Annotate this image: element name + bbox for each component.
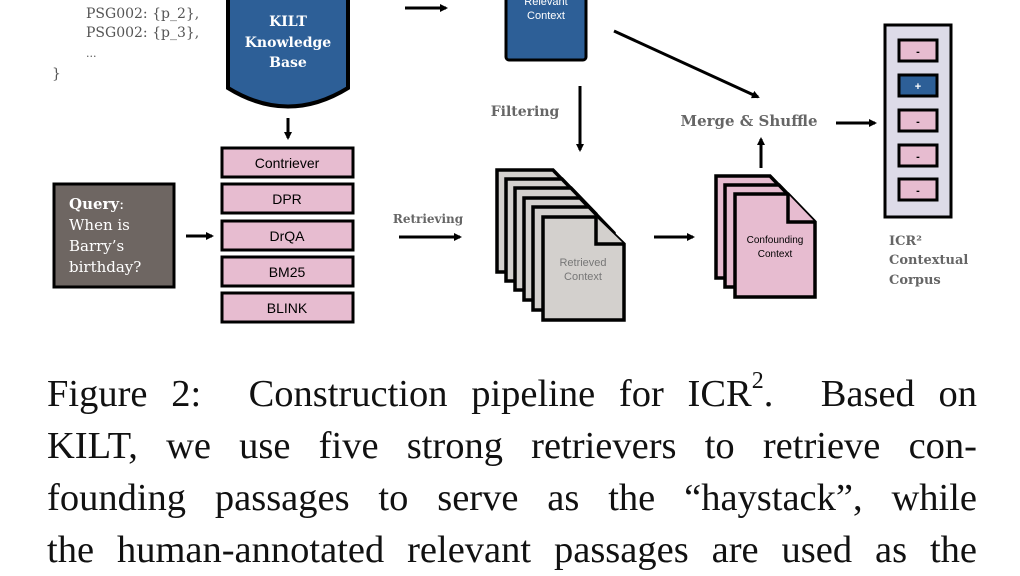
retriever-stack: Contriever DPR DrQA BM25 BLINK <box>220 146 355 324</box>
slot-sign: - <box>916 185 920 197</box>
corpus-slot-negative: - <box>897 177 939 202</box>
retriever-label: DrQA <box>270 228 306 244</box>
retriever-drqa: DrQA <box>220 219 355 252</box>
query-box: Query: When is Barry’s birthday? <box>52 182 176 289</box>
caption-line: KILT, we use five strong retrievers to r… <box>47 425 977 467</box>
figure-caption: Figure 2: Construction pipeline for ICR2… <box>47 368 977 576</box>
slot-sign: - <box>916 151 920 163</box>
icr2-corpus: - + - - - ICR² Contextual Corpus <box>883 23 968 288</box>
retriever-contriever: Contriever <box>220 146 355 179</box>
retrieving-label: Retrieving <box>393 212 464 226</box>
confounding-label-line: Confounding <box>747 235 804 246</box>
caption-prefix: Figure 2: <box>47 373 202 415</box>
slot-sign: + <box>915 81 921 93</box>
retriever-blink: BLINK <box>220 291 355 324</box>
retriever-label: BM25 <box>269 264 306 280</box>
retriever-label: DPR <box>272 191 302 207</box>
query-label: Query: <box>69 195 124 213</box>
query-text-line: When is <box>69 216 130 234</box>
caption-text: Construction pipeline for ICR <box>248 373 752 415</box>
code-line: } <box>52 66 61 82</box>
code-line: PSG002: {p_2}, <box>86 6 199 22</box>
query-text-line: birthday? <box>69 258 141 276</box>
caption-line: founding passages to serve as the “hayst… <box>47 477 977 519</box>
corpus-slot-negative: - <box>897 38 939 63</box>
filtering-label: Filtering <box>491 104 560 120</box>
pipeline-diagram: PSG002: {p_2}, PSG002: {p_3}, ... } KILT… <box>52 0 968 324</box>
retrieved-label-line: Context <box>564 271 602 283</box>
kb-label-line: Base <box>269 55 307 71</box>
slot-sign: - <box>916 46 920 58</box>
query-text-line: Barry’s <box>69 237 124 255</box>
retriever-label: Contriever <box>255 155 320 171</box>
caption-text: . Based on <box>763 373 978 415</box>
retrieved-label-line: Retrieved <box>559 257 606 269</box>
caption-superscript: 2 <box>751 368 764 395</box>
code-line: PSG002: {p_3}, <box>86 25 199 41</box>
slot-sign: - <box>916 116 920 128</box>
confounding-label-line: Context <box>758 249 793 260</box>
kilt-knowledge-base: KILT Knowledge Base <box>226 0 350 109</box>
kb-label-line: Knowledge <box>245 35 332 51</box>
corpus-label-line: ICR² <box>889 234 922 249</box>
retrieved-context-stack: Retrieved Context <box>495 168 626 322</box>
retriever-label: BLINK <box>267 300 308 316</box>
code-snippet: PSG002: {p_2}, PSG002: {p_3}, ... } <box>52 6 199 82</box>
arrow-relevant-to-merge <box>613 29 760 99</box>
relevant-label-line: Context <box>527 10 565 22</box>
relevant-context: Relevant Context <box>504 0 588 62</box>
corpus-label-line: Corpus <box>889 273 941 288</box>
corpus-slot-negative: - <box>897 108 939 133</box>
confounding-context-stack: Confounding Context <box>714 174 817 299</box>
relevant-label-line: Relevant <box>524 0 567 8</box>
retriever-dpr: DPR <box>220 182 355 215</box>
corpus-slot-negative: - <box>897 143 939 168</box>
code-line: ... <box>86 47 97 60</box>
corpus-slot-positive: + <box>897 73 939 98</box>
retriever-bm25: BM25 <box>220 255 355 288</box>
corpus-label-line: Contextual <box>889 253 968 268</box>
merge-shuffle-label: Merge & Shuffle <box>680 112 817 130</box>
kb-label-line: KILT <box>269 14 307 30</box>
caption-line: Figure 2: Construction pipeline for ICR2… <box>47 368 977 420</box>
caption-line: the human-annotated relevant passages ar… <box>47 529 977 571</box>
